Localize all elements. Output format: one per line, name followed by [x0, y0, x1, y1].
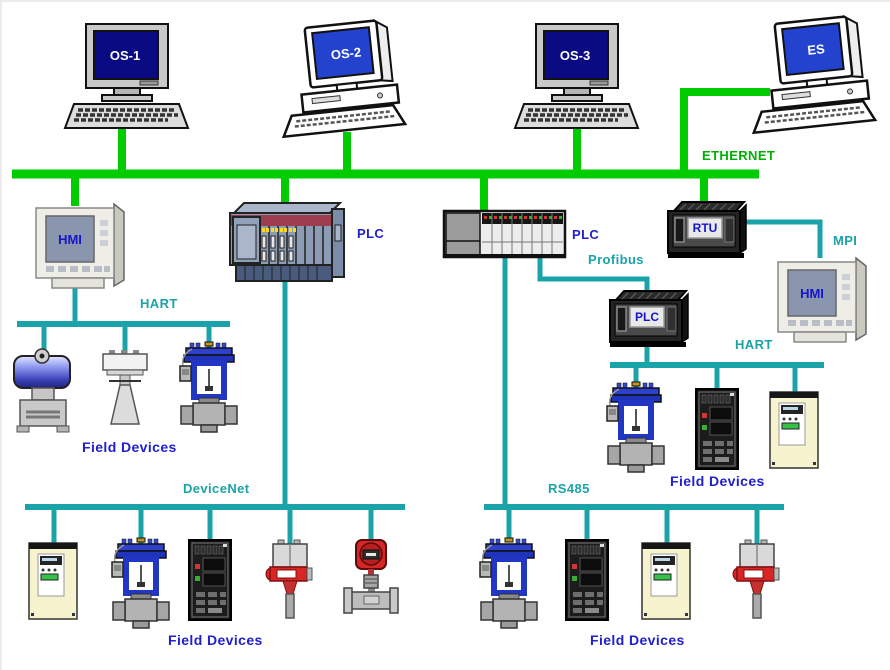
panel-recorder-icon [695, 388, 739, 470]
control-valve-icon [480, 538, 537, 628]
ethernet-label: ETHERNET [702, 148, 776, 163]
plc-rack-2-icon [442, 209, 567, 259]
devicenet-label: DeviceNet [183, 481, 250, 496]
profibus-label: Profibus [588, 252, 644, 267]
rs485-label: RS485 [548, 481, 590, 496]
field-devices-label-rs485: Field Devices [590, 632, 685, 648]
hmi-right-screen-text: HMI [800, 286, 824, 301]
temperature-transmitter-icon [732, 539, 780, 619]
hart-right-label: HART [735, 337, 773, 352]
magnetic-flowmeter-icon [343, 539, 399, 614]
mpi-line [746, 219, 823, 258]
os2-workstation-icon [271, 17, 407, 138]
mpi-label: MPI [833, 233, 858, 248]
temperature-transmitter-icon [265, 539, 313, 619]
field-devices-label-devicenet: Field Devices [168, 632, 263, 648]
vfd-drive-icon [769, 391, 819, 469]
fieldbus-lines [17, 219, 824, 544]
panel-recorder-icon [188, 539, 232, 621]
vfd-drive-icon [641, 542, 691, 620]
es-drop-line [680, 88, 770, 174]
plc-rack-2-label: PLC [572, 227, 600, 242]
hart-left-label: HART [140, 296, 178, 311]
plc-rack-1-label: PLC [357, 226, 385, 241]
control-valve-icon [180, 342, 237, 432]
os3-screen-text: OS-3 [559, 48, 591, 63]
control-valve-icon [607, 382, 664, 472]
hmi-left-screen-text: HMI [58, 232, 82, 247]
plc-small-nameplate-text: PLC [635, 310, 659, 324]
ethernet-bus-lines [12, 88, 770, 212]
es-workstation-icon [741, 13, 877, 134]
os3-workstation-icon [513, 22, 640, 130]
pressure-transmitter-icon [12, 347, 72, 434]
plc-rack-1-icon [229, 202, 345, 282]
panel-recorder-icon [565, 539, 609, 621]
vfd-drive-icon [28, 542, 78, 620]
field-devices-label-hart-left: Field Devices [82, 439, 177, 455]
rtu-nameplate-text: RTU [692, 221, 718, 235]
profibus-line [537, 256, 650, 294]
os1-screen-text: OS-1 [109, 48, 141, 63]
field-devices-label-hart-right: Field Devices [670, 473, 765, 489]
radar-level-transmitter-icon [102, 349, 148, 425]
control-valve-icon [112, 538, 169, 628]
os1-workstation-icon [63, 22, 190, 130]
